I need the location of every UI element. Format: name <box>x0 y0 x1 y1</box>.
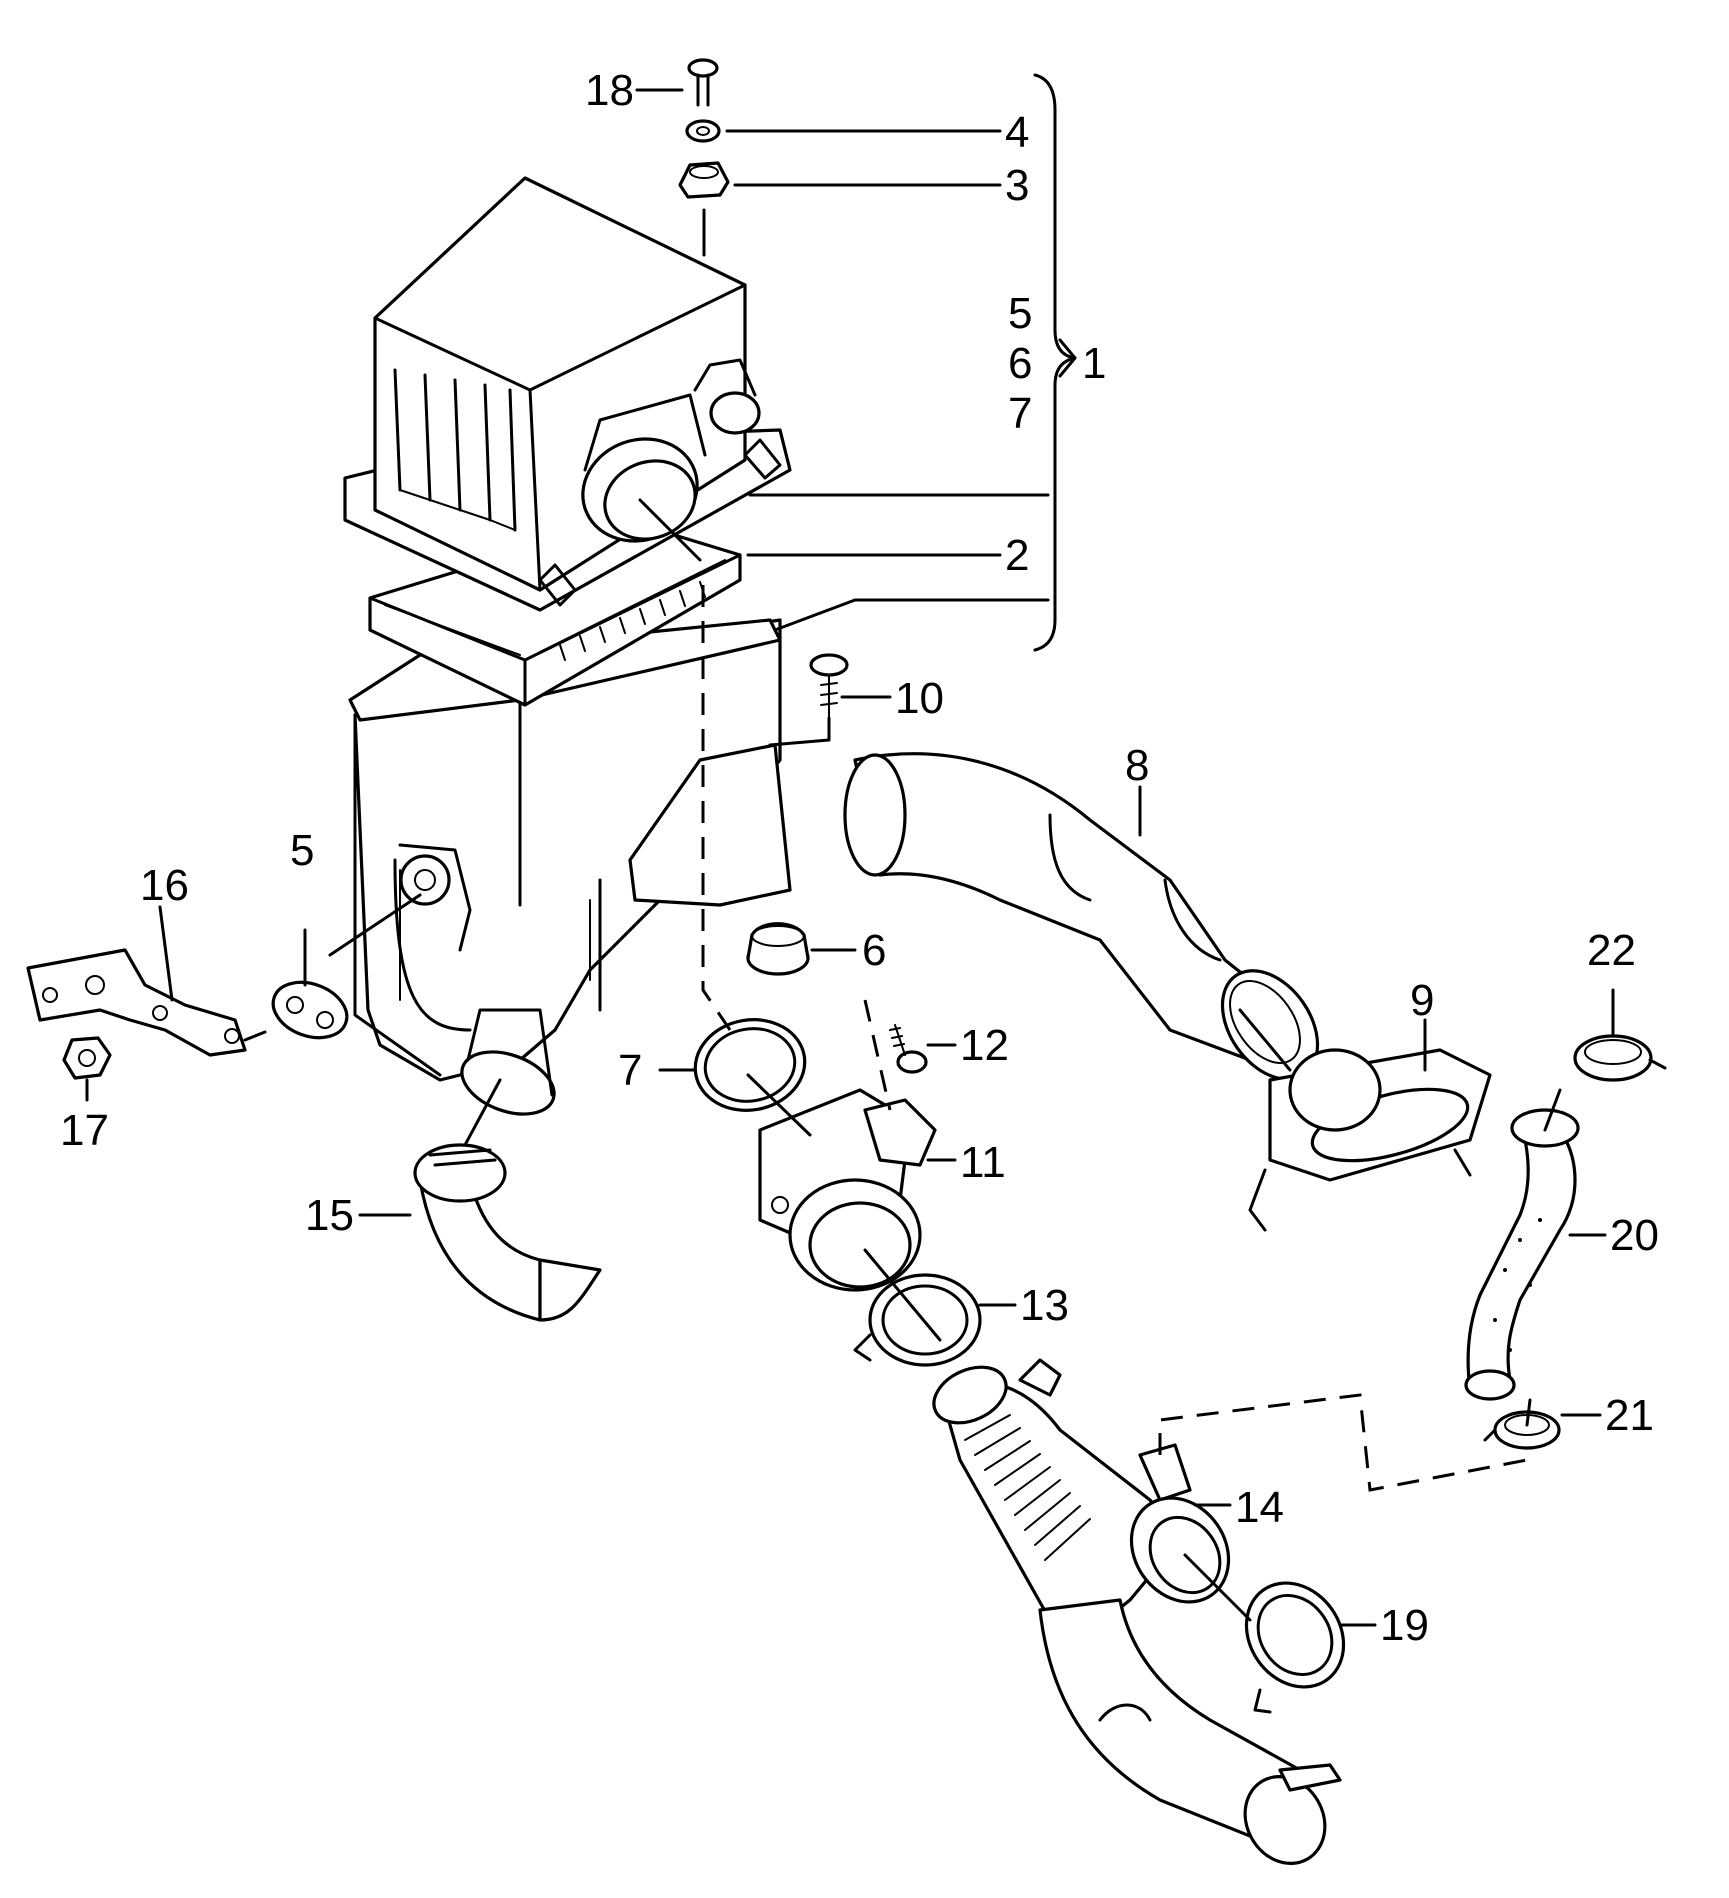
breather-hose-20 <box>1464 1108 1580 1401</box>
rubber-mount-5 <box>271 980 349 1040</box>
callout-14: 14 <box>1235 1483 1284 1532</box>
intake-elbow-15 <box>413 1143 602 1322</box>
callout-group-5: 5 <box>1008 289 1032 338</box>
callout-17: 17 <box>60 1106 109 1155</box>
intake-pipe-corrugated <box>932 1358 1342 1865</box>
dashed-reference-lines <box>701 585 1528 1492</box>
callout-7: 7 <box>618 1046 642 1095</box>
grommet-6 <box>746 922 810 976</box>
callout-11: 11 <box>960 1138 1006 1187</box>
callout-12: 12 <box>960 1021 1009 1070</box>
callout-5: 5 <box>290 826 314 875</box>
callout-group-6: 6 <box>1008 339 1032 388</box>
hose-clamp-21 <box>1483 1410 1561 1450</box>
callout-22: 22 <box>1587 926 1636 975</box>
callout-16: 16 <box>140 861 189 910</box>
air-mass-meter-11 <box>758 1088 937 1292</box>
leader-lines <box>85 73 1615 1627</box>
callout-21: 21 <box>1605 1391 1654 1440</box>
screw-12 <box>889 1024 928 1074</box>
callout-2: 2 <box>1005 531 1029 580</box>
callout-3: 3 <box>1005 161 1029 210</box>
bracket-16 <box>26 948 267 1057</box>
callout-9: 9 <box>1410 976 1434 1025</box>
grommet-3 <box>678 161 730 199</box>
bolt-18 <box>687 58 719 107</box>
o-ring-7 <box>693 1018 807 1112</box>
callout-18: 18 <box>585 66 634 115</box>
callout-19: 19 <box>1380 1601 1429 1650</box>
callout-group-7: 7 <box>1008 389 1032 438</box>
intake-flange-9 <box>1248 1048 1492 1232</box>
callout-10: 10 <box>895 674 944 723</box>
washer-4 <box>685 119 721 143</box>
callout-15: 15 <box>305 1191 354 1240</box>
callout-4: 4 <box>1005 108 1029 157</box>
intake-hose-8 <box>843 752 1320 1081</box>
callout-13: 13 <box>1020 1281 1069 1330</box>
air-filter-upper-cover <box>343 176 792 612</box>
callout-6: 6 <box>862 926 886 975</box>
hose-clamp-19 <box>1244 1581 1346 1714</box>
callout-20: 20 <box>1610 1211 1659 1260</box>
screw-10 <box>809 653 849 719</box>
hose-clamp-22 <box>1573 1034 1667 1082</box>
nut-17 <box>62 1036 112 1080</box>
callout-8: 8 <box>1125 741 1149 790</box>
callout-1: 1 <box>1082 339 1106 388</box>
callout-labels: 18 4 3 5 6 7 1 2 10 8 16 5 6 9 22 7 12 1… <box>60 66 1659 1650</box>
